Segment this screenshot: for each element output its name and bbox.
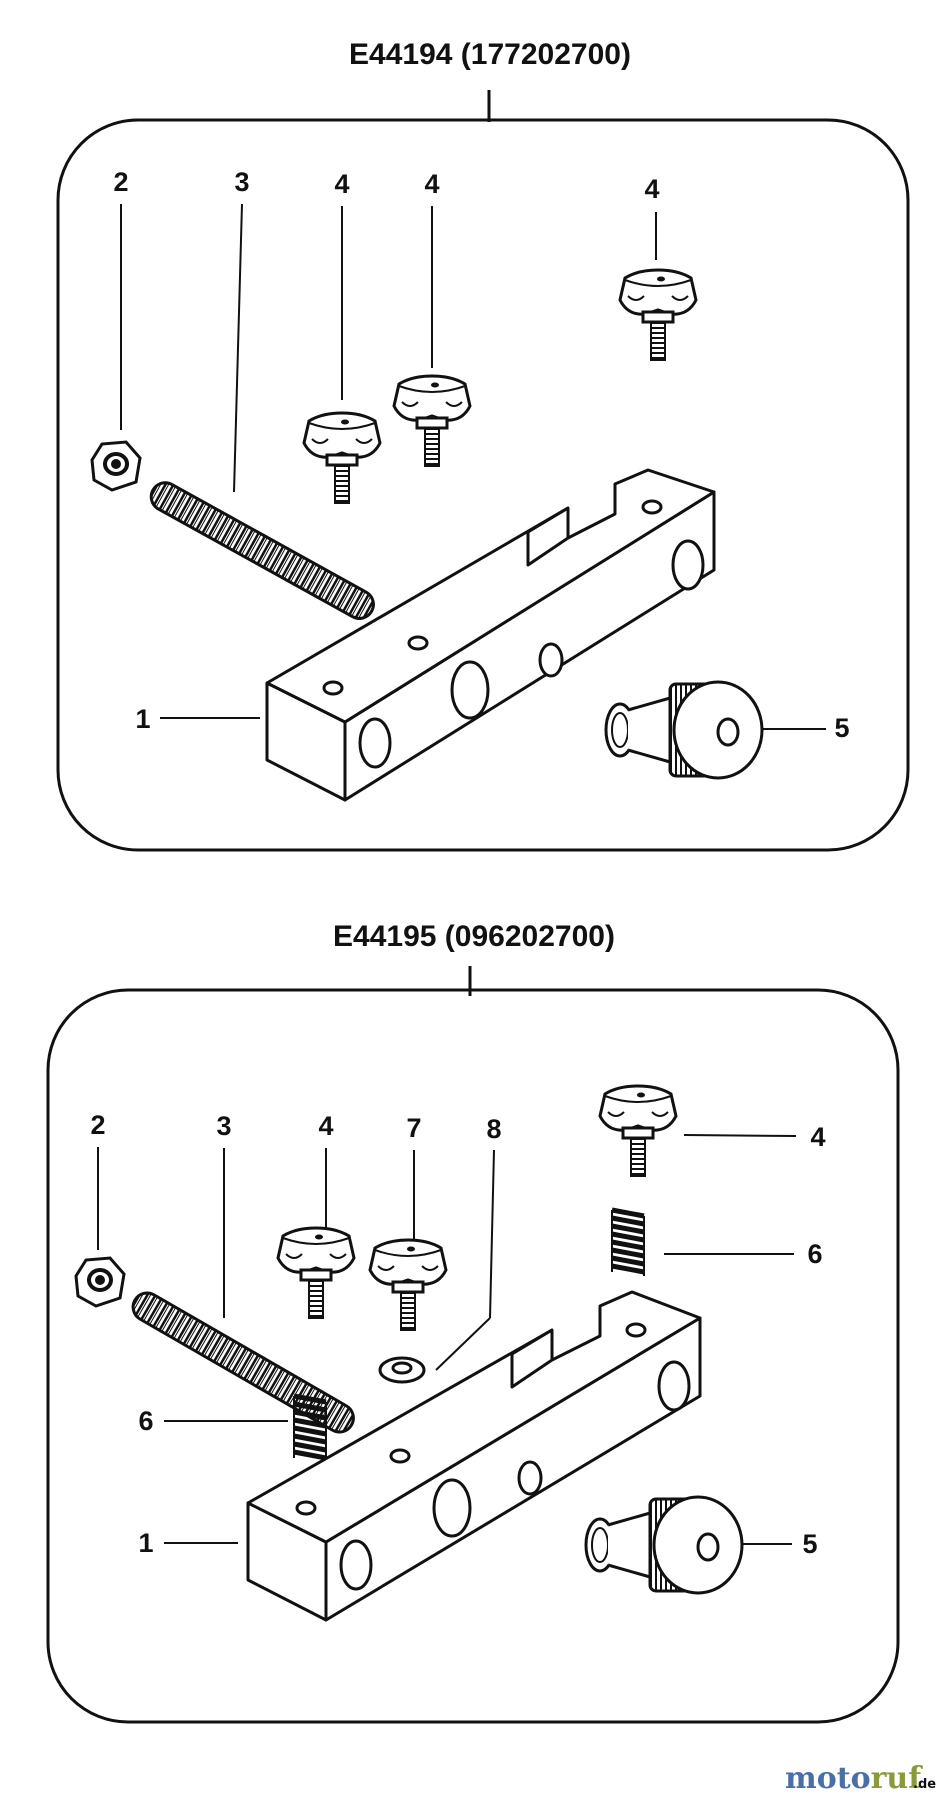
threaded-rod-icon [149,481,375,620]
diagram-e44195: E44195 (096202700) 2 3 4 7 8 4 6 6 1 5 [46,920,900,1724]
callout-4: 4 [318,1111,333,1141]
diagram-title: E44195 (096202700) [333,920,615,953]
callout-7: 7 [406,1113,421,1143]
callout-6: 6 [138,1406,153,1436]
knurled-thumbscrew-icon [584,1495,744,1595]
callout-1: 1 [135,704,150,734]
slotted-bar-icon [246,1290,702,1622]
callout-3: 3 [216,1111,231,1141]
diagram-frame [46,988,900,1724]
thumb-knob-icon [302,411,382,505]
slotted-bar-icon [265,468,716,802]
callout-4: 4 [810,1122,825,1152]
knurled-thumbscrew-icon [604,680,764,780]
callout-2: 2 [113,167,128,197]
thumb-knob-icon [598,1084,678,1178]
svg-text:motoruf: motoruf [785,1761,923,1796]
thumb-knob-icon [618,268,698,362]
watermark-suffix: .de [913,1777,936,1792]
hex-nut-icon [90,440,142,492]
callout-4: 4 [334,169,349,199]
callout-8: 8 [486,1114,501,1144]
callout-5: 5 [834,713,849,743]
callout-3: 3 [234,167,249,197]
diagram-frame [56,118,910,852]
callout-2: 2 [90,1110,105,1140]
hex-nut-icon [74,1256,126,1308]
washer-icon [378,1356,426,1384]
callout-4: 4 [424,169,439,199]
diagram-title: E44194 (177202700) [349,38,631,71]
watermark-logo: motoruf .de [785,1761,936,1796]
thumb-knob-icon [392,374,472,468]
callout-4: 4 [644,174,659,204]
callout-1: 1 [138,1528,153,1558]
watermark-brand-b: ruf [871,1761,924,1796]
callout-6: 6 [807,1239,822,1269]
callout-5: 5 [802,1529,817,1559]
thumb-knob-icon [368,1238,448,1332]
diagram-e44194: E44194 (177202700) 2 3 4 4 4 1 5 [56,38,910,852]
thumb-knob-icon [276,1226,356,1320]
watermark-brand-a: moto [785,1761,871,1796]
spring-icon [612,1210,644,1276]
